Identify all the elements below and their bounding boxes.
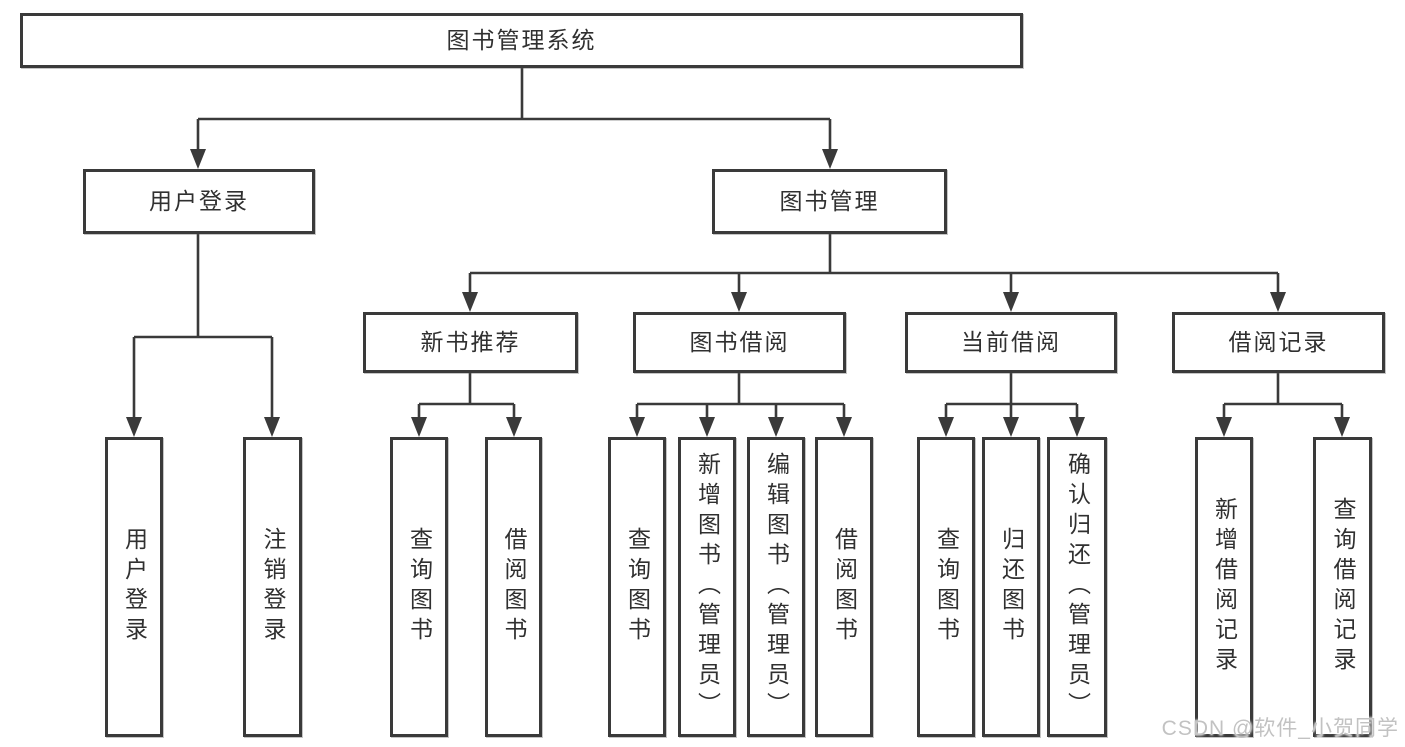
leaf-borrow-query-book-label: 查询图书 bbox=[624, 527, 651, 647]
leaf-recommend-query-book: 查询图书 bbox=[390, 437, 448, 737]
node-new-book-recommend-label: 新书推荐 bbox=[420, 329, 521, 355]
leaf-borrow-query-book: 查询图书 bbox=[608, 437, 666, 737]
leaf-recommend-borrow-book: 借阅图书 bbox=[485, 437, 542, 737]
connector-paths bbox=[132, 68, 1344, 419]
leaf-current-return-book: 归还图书 bbox=[982, 437, 1040, 737]
leaf-record-add-record: 新增借阅记录 bbox=[1195, 437, 1253, 737]
node-new-book-recommend: 新书推荐 bbox=[363, 312, 578, 373]
leaf-borrow-add-book-label: 新增图书（管理员） bbox=[694, 452, 721, 722]
node-library-system-label: 图书管理系统 bbox=[446, 27, 597, 53]
node-book-management: 图书管理 bbox=[712, 169, 947, 234]
leaf-record-add-record-label: 新增借阅记录 bbox=[1211, 497, 1238, 677]
leaf-borrow-borrow-book-label: 借阅图书 bbox=[831, 527, 858, 647]
arrowheads bbox=[126, 149, 1350, 437]
leaf-current-confirm-return: 确认归还（管理员） bbox=[1047, 437, 1107, 737]
node-user-login: 用户登录 bbox=[83, 169, 315, 234]
leaf-current-query-book: 查询图书 bbox=[917, 437, 975, 737]
node-current-borrow-label: 当前借阅 bbox=[961, 329, 1061, 355]
leaf-record-query-record: 查询借阅记录 bbox=[1313, 437, 1372, 737]
leaf-current-confirm-return-label: 确认归还（管理员） bbox=[1064, 452, 1091, 722]
leaf-logout-label: 注销登录 bbox=[260, 527, 286, 647]
leaf-user-login: 用户登录 bbox=[105, 437, 163, 737]
node-borrow-record: 借阅记录 bbox=[1172, 312, 1385, 373]
leaf-recommend-borrow-book-label: 借阅图书 bbox=[501, 527, 527, 647]
leaf-borrow-edit-book: 编辑图书（管理员） bbox=[747, 437, 805, 737]
leaf-current-query-book-label: 查询图书 bbox=[933, 527, 960, 647]
node-library-system: 图书管理系统 bbox=[20, 13, 1023, 68]
watermark: CSDN @软件_小贺同学 bbox=[1161, 717, 1399, 740]
leaf-borrow-edit-book-label: 编辑图书（管理员） bbox=[763, 452, 790, 722]
node-current-borrow: 当前借阅 bbox=[905, 312, 1117, 373]
leaf-borrow-add-book: 新增图书（管理员） bbox=[678, 437, 736, 737]
node-book-borrow: 图书借阅 bbox=[633, 312, 846, 373]
node-user-login-label: 用户登录 bbox=[149, 188, 249, 214]
node-book-borrow-label: 图书借阅 bbox=[689, 329, 790, 355]
leaf-borrow-borrow-book: 借阅图书 bbox=[815, 437, 873, 737]
leaf-current-return-book-label: 归还图书 bbox=[998, 527, 1025, 647]
leaf-recommend-query-book-label: 查询图书 bbox=[406, 527, 433, 647]
node-borrow-record-label: 借阅记录 bbox=[1228, 329, 1329, 355]
node-book-management-label: 图书管理 bbox=[779, 188, 880, 214]
leaf-user-login-label: 用户登录 bbox=[121, 527, 148, 647]
leaf-logout: 注销登录 bbox=[243, 437, 302, 737]
leaf-record-query-record-label: 查询借阅记录 bbox=[1330, 497, 1356, 677]
